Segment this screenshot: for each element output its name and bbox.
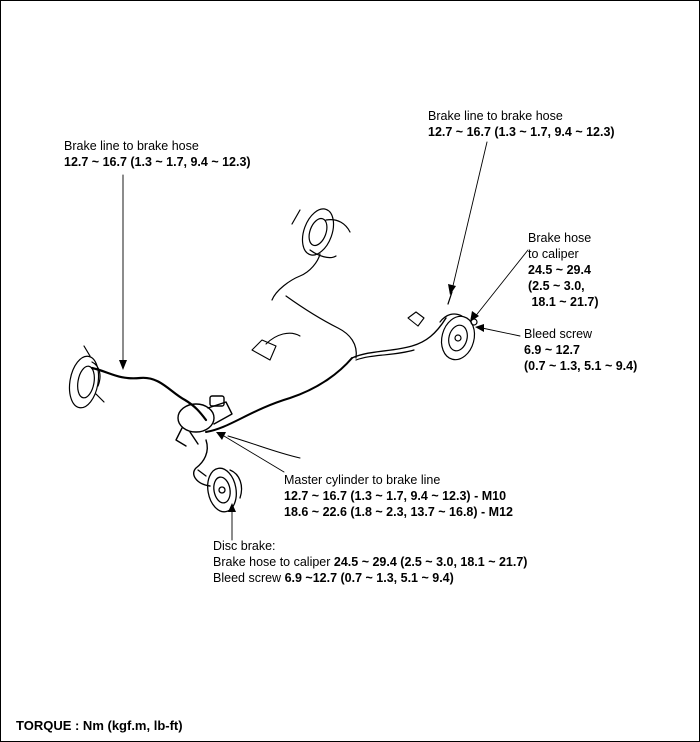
brake-line-upper-2 <box>271 253 321 301</box>
callout-right-hose-title: Brake line to brake hose <box>428 109 563 123</box>
callout-bleed-screw: Bleed screw 6.9 ~ 12.7 (0.7 ~ 1.3, 5.1 ~… <box>524 326 637 374</box>
callout-disc-brake-title: Disc brake: <box>213 539 276 553</box>
brake-line-rear <box>351 317 447 359</box>
leader-hose-caliper <box>473 249 529 319</box>
leader-master-cylinder-arrow <box>216 432 226 440</box>
rear-right-brake-assembly <box>439 291 478 361</box>
callout-master-cylinder-title: Master cylinder to brake line <box>284 473 441 487</box>
front-right-brake-rotor <box>197 467 243 513</box>
master-cylinder-booster <box>175 395 233 447</box>
callout-hose-caliper: Brake hose to caliper 24.5 ~ 29.4 (2.5 ~… <box>528 230 599 310</box>
callout-disc-brake-bleed-spec: 6.9 ~12.7 (0.7 ~ 1.3, 5.1 ~ 9.4) <box>284 571 454 585</box>
leader-right-hose <box>451 141 488 291</box>
brake-line-main <box>205 357 353 433</box>
callout-master-cylinder-spec2: 18.6 ~ 22.6 (1.8 ~ 2.3, 13.7 ~ 16.8) - M… <box>284 505 513 519</box>
brake-line-cross <box>227 435 301 459</box>
callout-disc-brake-hose-spec: 24.5 ~ 29.4 (2.5 ~ 3.0, 18.1 ~ 21.7) <box>333 555 528 569</box>
leader-master-cylinder <box>223 435 285 473</box>
leader-left-hose-arrow <box>119 360 127 370</box>
leader-bleed-screw <box>481 327 521 337</box>
callout-right-hose-spec: 12.7 ~ 16.7 (1.3 ~ 1.7, 9.4 ~ 12.3) <box>428 125 615 139</box>
callout-left-hose-spec: 12.7 ~ 16.7 (1.3 ~ 1.7, 9.4 ~ 12.3) <box>64 155 251 169</box>
leader-right-hose-arrow <box>448 284 456 295</box>
callout-right-hose: Brake line to brake hose 12.7 ~ 16.7 (1.… <box>428 108 615 140</box>
callout-disc-brake-hose-row: Brake hose to caliper 24.5 ~ 29.4 (2.5 ~… <box>213 554 527 570</box>
callout-hose-caliper-line1: Brake hose <box>528 231 592 245</box>
brake-line-upper <box>285 295 357 359</box>
proportioning-bracket <box>251 311 425 361</box>
callout-disc-brake-bleed-label: Bleed screw <box>213 571 285 585</box>
callout-left-hose: Brake line to brake hose 12.7 ~ 16.7 (1.… <box>64 138 251 170</box>
torque-units-note: TORQUE : Nm (kgf.m, lb-ft) <box>16 718 183 733</box>
callout-hose-caliper-spec3: 18.1 ~ 21.7) <box>528 295 599 309</box>
callout-master-cylinder-spec1: 12.7 ~ 16.7 (1.3 ~ 1.7, 9.4 ~ 12.3) - M1… <box>284 489 507 503</box>
callout-disc-brake-bleed-row: Bleed screw 6.9 ~12.7 (0.7 ~ 1.3, 5.1 ~ … <box>213 570 527 586</box>
callout-disc-brake-hose-label: Brake hose to caliper <box>213 555 334 569</box>
callout-hose-caliper-line2: to caliper <box>528 247 579 261</box>
callout-left-hose-title: Brake line to brake hose <box>64 139 199 153</box>
callout-bleed-screw-spec2: (0.7 ~ 1.3, 5.1 ~ 9.4) <box>524 359 638 373</box>
rear-upper-brake-assembly <box>291 208 351 259</box>
leader-disc-brake-arrow <box>228 503 236 512</box>
callout-master-cylinder: Master cylinder to brake line 12.7 ~ 16.… <box>284 472 513 520</box>
callout-bleed-screw-spec1: 6.9 ~ 12.7 <box>524 343 580 357</box>
callout-hose-caliper-spec1: 24.5 ~ 29.4 <box>528 263 591 277</box>
brake-line-rear-2 <box>355 349 415 361</box>
callout-hose-caliper-spec2: (2.5 ~ 3.0, <box>528 279 585 293</box>
leader-hose-caliper-arrow <box>470 311 479 322</box>
leader-bleed-screw-arrow <box>475 324 484 332</box>
callout-bleed-screw-title: Bleed screw <box>524 327 593 341</box>
callout-disc-brake: Disc brake: Brake hose to caliper 24.5 ~… <box>213 538 527 586</box>
brake-line-front-lower <box>192 439 211 487</box>
brake-line-left <box>90 366 208 422</box>
front-left-brake-rotor <box>68 345 105 409</box>
